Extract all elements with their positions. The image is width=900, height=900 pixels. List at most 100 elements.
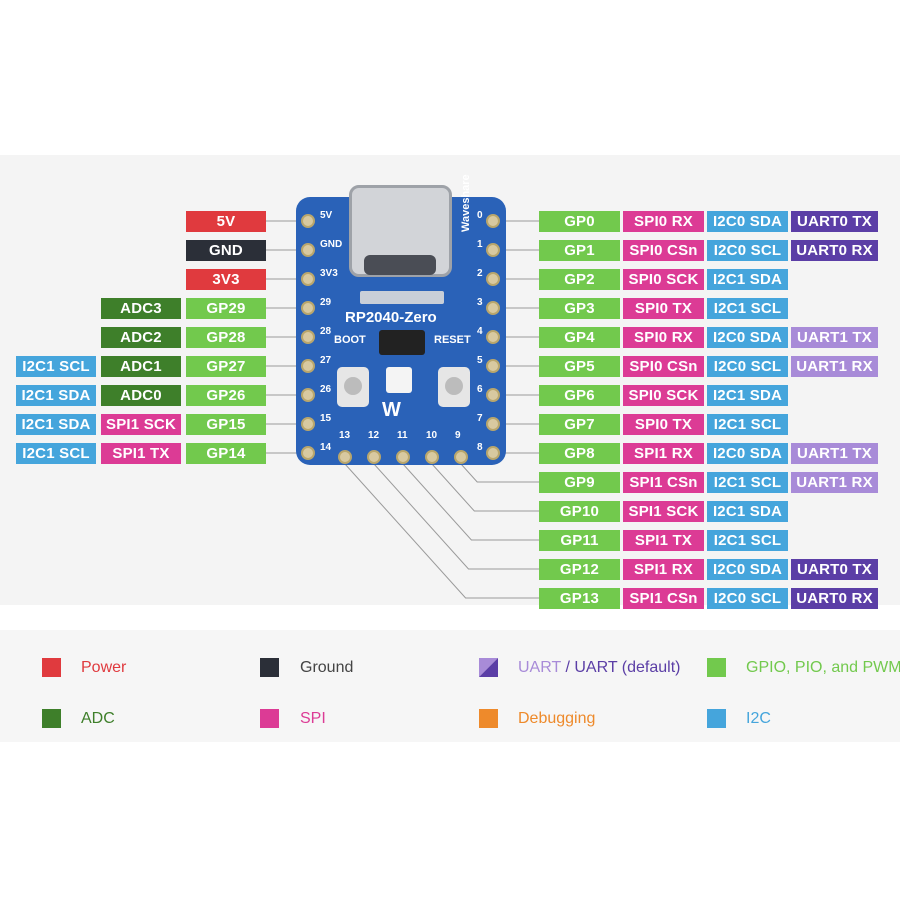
boot-button [337, 367, 369, 407]
connector-line [344, 463, 539, 599]
pin-label-i2c1-scl: I2C1 SCL [707, 530, 788, 551]
bottom-pin-number: 11 [397, 430, 408, 441]
pin-label-i2c0-sda: I2C0 SDA [707, 211, 788, 232]
left-pad [301, 446, 315, 460]
pin-label-gnd: GND [186, 240, 266, 261]
bottom-pad [454, 450, 468, 464]
legend-power-swatch [42, 658, 61, 677]
bottom-pin-number: 13 [339, 430, 351, 441]
left-pad [301, 301, 315, 315]
right-pad [486, 446, 500, 460]
pin-label-spi1-tx: SPI1 TX [623, 530, 704, 551]
pin-label-i2c0-scl: I2C0 SCL [707, 588, 788, 609]
pin-label-i2c0-sda: I2C0 SDA [707, 443, 788, 464]
pin-label-i2c1-scl: I2C1 SCL [16, 443, 96, 464]
pin-label-i2c1-sda: I2C1 SDA [16, 414, 96, 435]
board-brand: Waveshare [460, 174, 472, 232]
pin-label-adc3: ADC3 [101, 298, 181, 319]
pin-label-3v3: 3V3 [186, 269, 266, 290]
pin-label-gp10: GP10 [539, 501, 620, 522]
legend-uart-sep: / [565, 659, 570, 676]
pin-label-spi0-tx: SPI0 TX [623, 414, 704, 435]
pin-label-gp1: GP1 [539, 240, 620, 261]
boot-label: BOOT [334, 334, 366, 346]
bottom-pin-number: 12 [368, 430, 380, 441]
pin-label-gp2: GP2 [539, 269, 620, 290]
left-pin-number: 27 [320, 355, 332, 366]
legend-adc-swatch [42, 709, 61, 728]
reset-button [438, 367, 470, 407]
pin-label-i2c1-scl: I2C1 SCL [707, 472, 788, 493]
right-pin-number: 4 [477, 326, 483, 337]
bottom-pad [338, 450, 352, 464]
right-pad [486, 417, 500, 431]
pin-label-spi0-csn: SPI0 CSn [623, 356, 704, 377]
reset-label: RESET [434, 334, 471, 346]
pin-label-gp29: GP29 [186, 298, 266, 319]
legend-debugging-label: Debugging [518, 710, 596, 727]
pin-label-uart0-rx: UART0 RX [791, 588, 878, 609]
right-pin-number: 2 [477, 268, 483, 279]
pin-label-spi1-csn: SPI1 CSn [623, 588, 704, 609]
pin-label-i2c1-sda: I2C1 SDA [707, 501, 788, 522]
usb-c-port-opening [364, 255, 436, 275]
pin-label-i2c1-sda: I2C1 SDA [707, 269, 788, 290]
connector-line [402, 463, 539, 541]
left-pin-number: 29 [320, 297, 332, 308]
pin-label-gp27: GP27 [186, 356, 266, 377]
pin-label-spi1-sck: SPI1 SCK [623, 501, 704, 522]
board-title: RP2040-Zero [345, 309, 437, 326]
pin-label-i2c1-sda: I2C1 SDA [16, 385, 96, 406]
pin-label-spi0-tx: SPI0 TX [623, 298, 704, 319]
left-pad [301, 272, 315, 286]
pin-label-spi0-csn: SPI0 CSn [623, 240, 704, 261]
pin-label-adc1: ADC1 [101, 356, 181, 377]
pin-label-spi1-rx: SPI1 RX [623, 559, 704, 580]
flash-chip [379, 330, 425, 355]
pin-label-uart1-rx: UART1 RX [791, 472, 878, 493]
pin-label-i2c1-sda: I2C1 SDA [707, 385, 788, 406]
pin-label-gp15: GP15 [186, 414, 266, 435]
pin-label-adc2: ADC2 [101, 327, 181, 348]
pin-label-gp4: GP4 [539, 327, 620, 348]
pin-label-spi0-rx: SPI0 RX [623, 211, 704, 232]
board-flex-connector [360, 291, 444, 304]
pin-label-i2c0-scl: I2C0 SCL [707, 356, 788, 377]
pin-label-gp11: GP11 [539, 530, 620, 551]
bottom-pin-number: 10 [426, 430, 438, 441]
pin-label-i2c1-scl: I2C1 SCL [707, 298, 788, 319]
right-pad [486, 272, 500, 286]
pin-label-gp9: GP9 [539, 472, 620, 493]
pin-label-gp8: GP8 [539, 443, 620, 464]
pin-label-uart1-tx: UART1 TX [791, 327, 878, 348]
pin-label-uart1-tx: UART1 TX [791, 443, 878, 464]
pin-label-gp12: GP12 [539, 559, 620, 580]
legend-adc-label: ADC [81, 710, 115, 727]
bottom-pad [396, 450, 410, 464]
left-pad [301, 417, 315, 431]
legend-i2c-label: I2C [746, 710, 771, 727]
left-pin-number: 5V [320, 210, 333, 221]
left-pad [301, 388, 315, 402]
pin-label-spi0-sck: SPI0 SCK [623, 385, 704, 406]
right-pad [486, 301, 500, 315]
pin-label-uart1-rx: UART1 RX [791, 356, 878, 377]
bottom-pad [367, 450, 381, 464]
pin-label-gp6: GP6 [539, 385, 620, 406]
right-pin-number: 7 [477, 413, 483, 424]
pin-label-spi1-csn: SPI1 CSn [623, 472, 704, 493]
pin-label-gp0: GP0 [539, 211, 620, 232]
right-pin-number: 1 [477, 239, 483, 250]
pin-label-uart0-rx: UART0 RX [791, 240, 878, 261]
right-pad [486, 214, 500, 228]
left-pad [301, 214, 315, 228]
pin-label-i2c0-sda: I2C0 SDA [707, 559, 788, 580]
connector-line [431, 463, 539, 512]
pin-label-spi0-rx: SPI0 RX [623, 327, 704, 348]
right-pad [486, 243, 500, 257]
right-pad [486, 330, 500, 344]
legend-spi-label: SPI [300, 710, 326, 727]
left-pad [301, 330, 315, 344]
rgb-led [386, 367, 412, 393]
